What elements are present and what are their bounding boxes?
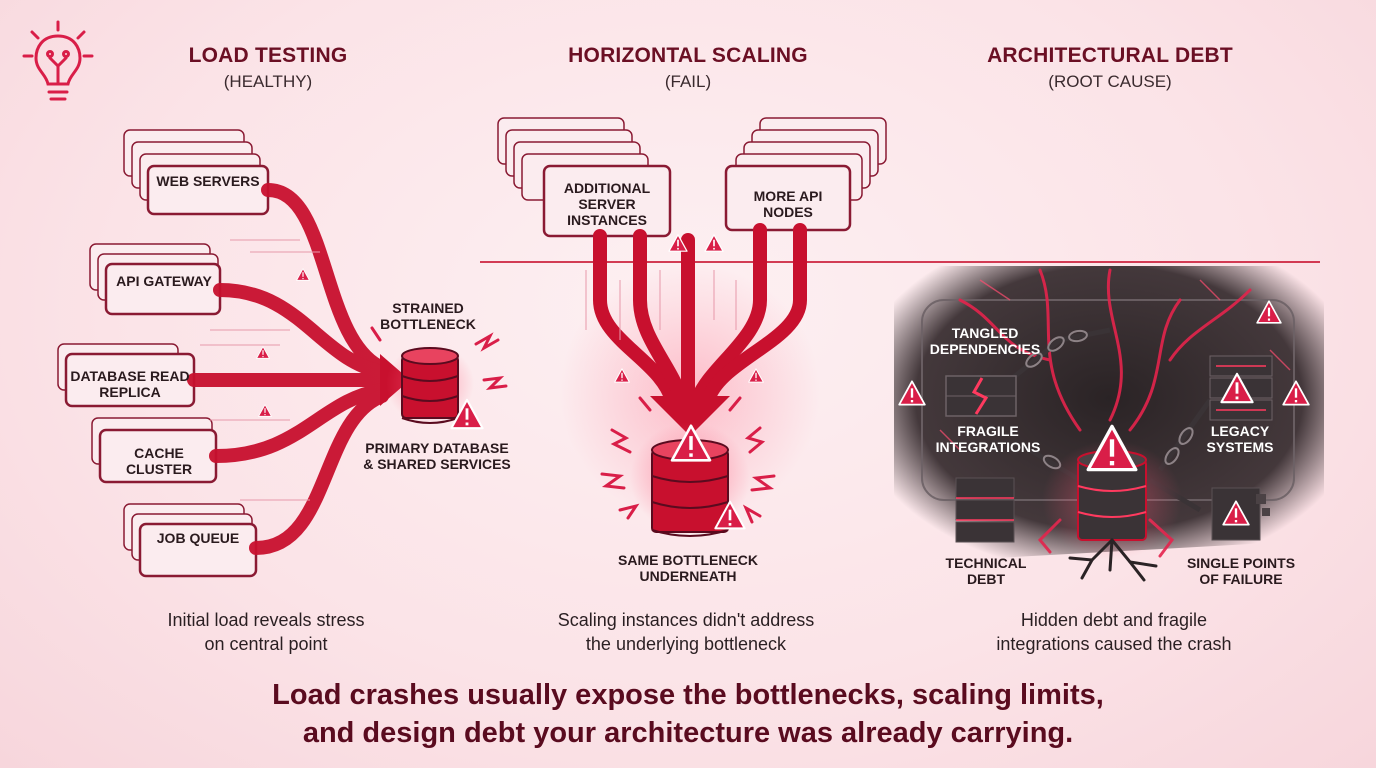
source-stack-web [123,129,270,216]
panel-1-caption: Initial load reveals stress on central p… [96,608,436,656]
primary-database-label: PRIMARY DATABASE & SHARED SERVICES [363,440,511,472]
panel-1-header: LOAD TESTING (HEALTHY) [108,44,428,92]
strained-bottleneck-label: STRAINED BOTTLENECK [380,300,476,332]
cache-cluster-label: CACHE CLUSTER [125,445,193,477]
panel-1-title: LOAD TESTING [188,44,348,67]
panel-3-status: (ROOT CAUSE) [1048,72,1172,91]
tangled-dependencies-label: TANGLED DEPENDENCIES [929,325,1041,357]
panel-1-status: (HEALTHY) [223,72,313,91]
lightbulb-circuit-icon [22,20,94,101]
panel-2-caption-line-1: Scaling instances didn't address [557,610,815,630]
flow-arrows-panel-1 [187,183,389,555]
tagline-line-1: Load crashes usually expose the bottlene… [272,679,1104,711]
flow-arrows-panel-2 [593,223,807,411]
database-read-replica-label: DATABASE READ REPLICA [70,368,190,400]
panel-3-caption-line-1: Hidden debt and fragile [1020,610,1208,630]
api-gateway-label: API GATEWAY [116,273,212,289]
panel-1-diagram [57,129,508,578]
same-bottleneck-database-icon [630,422,750,537]
fragile-integrations-label: FRAGILE INTEGRATIONS [935,423,1041,455]
source-stack-queue [123,503,258,578]
panel-3-caption-line-2: integrations caused the crash [996,634,1232,654]
panel-2-caption: Scaling instances didn't address the und… [516,608,856,656]
panel-2-title: HORIZONTAL SCALING [568,44,808,67]
primary-database-icon [386,344,474,424]
panel-3-diagram [894,266,1324,582]
tagline-line-2: and design debt your architecture was al… [302,717,1074,749]
job-queue-label: JOB QUEUE [156,530,240,546]
panel-2-diagram [480,117,1320,537]
source-stack-replica [57,343,196,408]
same-bottleneck-label: SAME BOTTLENECK UNDERNEATH [618,552,758,584]
single-points-of-failure-label: SINGLE POINTS OF FAILURE [1186,555,1296,587]
panel-3-title: ARCHITECTURAL DEBT [987,44,1233,67]
panel-3-caption: Hidden debt and fragile integrations cau… [944,608,1284,656]
web-servers-label: WEB SERVERS [156,173,260,189]
fragile-integration-icon [945,375,1017,417]
panel-2-header: HORIZONTAL SCALING (FAIL) [528,44,848,92]
technical-debt-label: TECHNICAL DEBT [945,555,1027,587]
legacy-systems-label: LEGACY SYSTEMS [1206,423,1274,455]
technical-debt-stack-icon [955,477,1015,543]
panel-1-caption-line-2: on central point [204,634,328,654]
panel-3-header: ARCHITECTURAL DEBT (ROOT CAUSE) [950,44,1270,92]
panel-2-status: (FAIL) [664,72,712,91]
source-stack-api [89,243,222,316]
source-stack-cache [91,417,218,484]
panel-2-caption-line-2: the underlying bottleneck [585,634,787,654]
source-stack-additional [497,117,672,238]
panel-1-caption-line-1: Initial load reveals stress [167,610,365,630]
additional-server-instances-label: ADDITIONAL SERVER INSTANCES [563,180,651,228]
source-stack-api-nodes [724,117,887,232]
summary-tagline: Load crashes usually expose the bottlene… [60,676,1316,752]
more-api-nodes-label: MORE API NODES [753,188,823,220]
